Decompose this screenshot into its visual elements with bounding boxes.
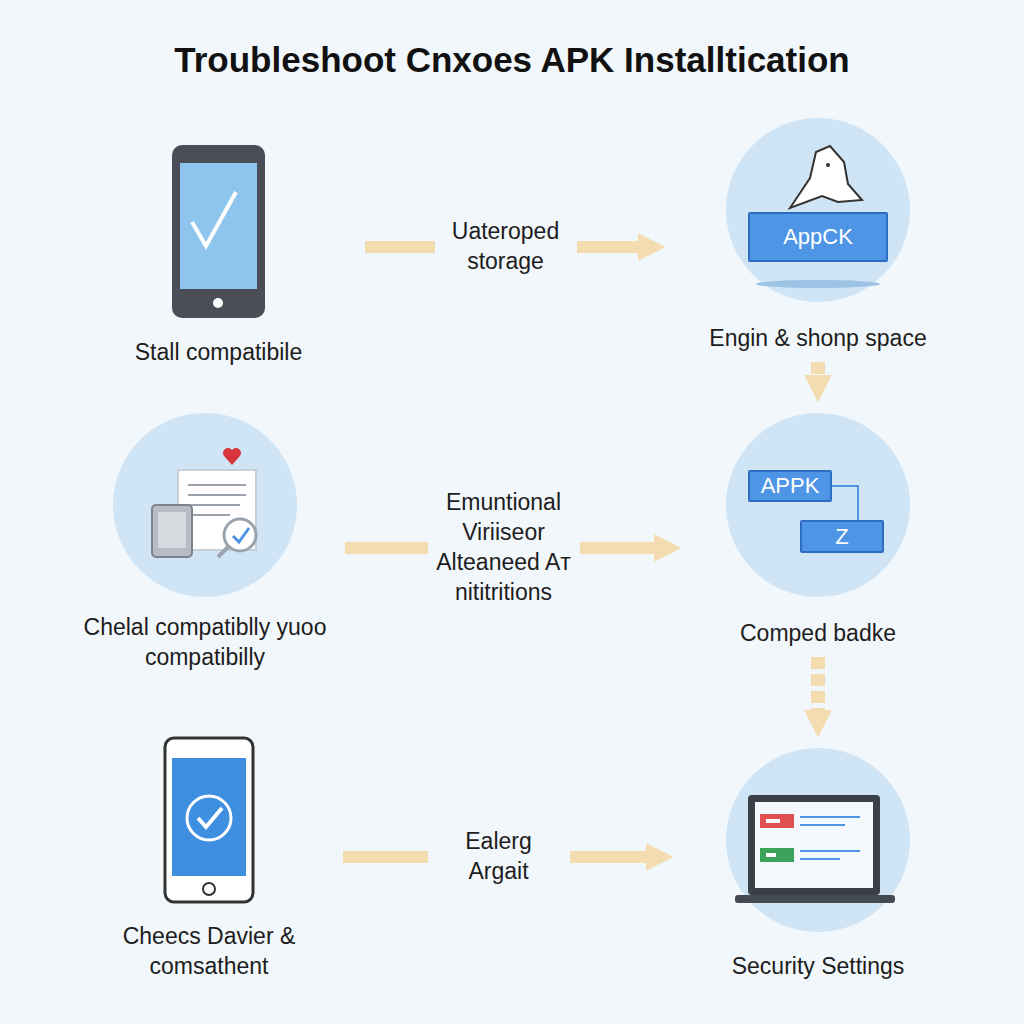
phone-icon-node: Cheecs Davier & comsathent [165, 738, 253, 902]
icon-circle: Security Settings [726, 748, 910, 932]
phone-icon [172, 145, 265, 318]
ghost-icon [756, 280, 880, 288]
laptop-icon [748, 795, 880, 895]
icon-circle-ground [726, 118, 910, 302]
app-box: Z [800, 520, 884, 553]
document-icon [224, 519, 256, 551]
phone-icon-node: Stall compatibile [172, 145, 265, 318]
document-icon [158, 512, 186, 548]
phone-icon [203, 883, 215, 895]
step-label: Engin & shonp space [683, 324, 953, 354]
flow-arrow [811, 362, 825, 383]
laptop-icon [800, 850, 860, 852]
phone-icon [192, 192, 236, 246]
phone-icon [172, 758, 246, 876]
ghost-icon [826, 163, 830, 167]
document-icon [223, 448, 241, 465]
document-icon [218, 547, 228, 557]
document-icon [233, 528, 249, 542]
icon-circle: Comped badkeAPPKZ [726, 413, 910, 597]
laptop-icon [735, 795, 895, 903]
step-label: Chelal compatiblly yuoo compatibilly [80, 613, 330, 673]
laptop-icon [800, 816, 860, 818]
diagram-title: Troubleshoot Cnxoes APK Installtication [0, 40, 1024, 80]
icon-circle: Engin & shonp spaceAppCK [726, 118, 910, 302]
edge-label: Uateroped storage [435, 215, 577, 279]
phone-icon [187, 796, 231, 840]
laptop-icon [766, 819, 780, 823]
laptop-icon [800, 858, 840, 860]
laptop-icon [760, 814, 794, 828]
phone-icon [172, 145, 265, 318]
document-icon [152, 448, 256, 557]
laptop-icon [735, 895, 895, 903]
flow-arrow [811, 657, 825, 718]
box-label: AppCK [783, 224, 853, 250]
icon-circle-ground [113, 413, 297, 597]
icon-circle-ground [113, 118, 910, 932]
edge-label: Ealerg Argait [428, 825, 570, 889]
document-icon [188, 494, 246, 496]
step-label: Comped badke [688, 619, 948, 649]
step-label: Security Settings [688, 952, 948, 982]
bracket-line [832, 486, 858, 520]
laptop-icon [800, 824, 845, 826]
laptop-icon [766, 853, 776, 857]
phone-icon [165, 738, 253, 902]
document-icon [188, 504, 240, 506]
box-label: Z [835, 524, 848, 550]
document-icon [188, 514, 230, 516]
icon-circle-ground [726, 413, 910, 597]
laptop-icon [755, 802, 873, 888]
icon-circle-ground [726, 748, 910, 932]
phone-icon [180, 163, 257, 289]
step-label: Cheecs Davier & comsathent [89, 922, 329, 982]
phone-icon [213, 298, 223, 308]
laptop-icon [760, 848, 794, 862]
document-icon [152, 505, 192, 557]
box-label: APPK [761, 473, 820, 499]
icon-circle: Chelal compatiblly yuoo compatibilly [113, 413, 297, 597]
app-box: AppCK [748, 212, 888, 262]
ghost-icon [790, 146, 862, 208]
phone-icon [198, 808, 222, 827]
document-icon [188, 484, 246, 486]
edge-label: Emuntional Viriiseor Alteaneed Aт nititr… [428, 486, 580, 610]
phone-icon [165, 738, 253, 902]
step-label: Stall compatibile [89, 338, 349, 368]
app-box: APPK [748, 470, 832, 502]
